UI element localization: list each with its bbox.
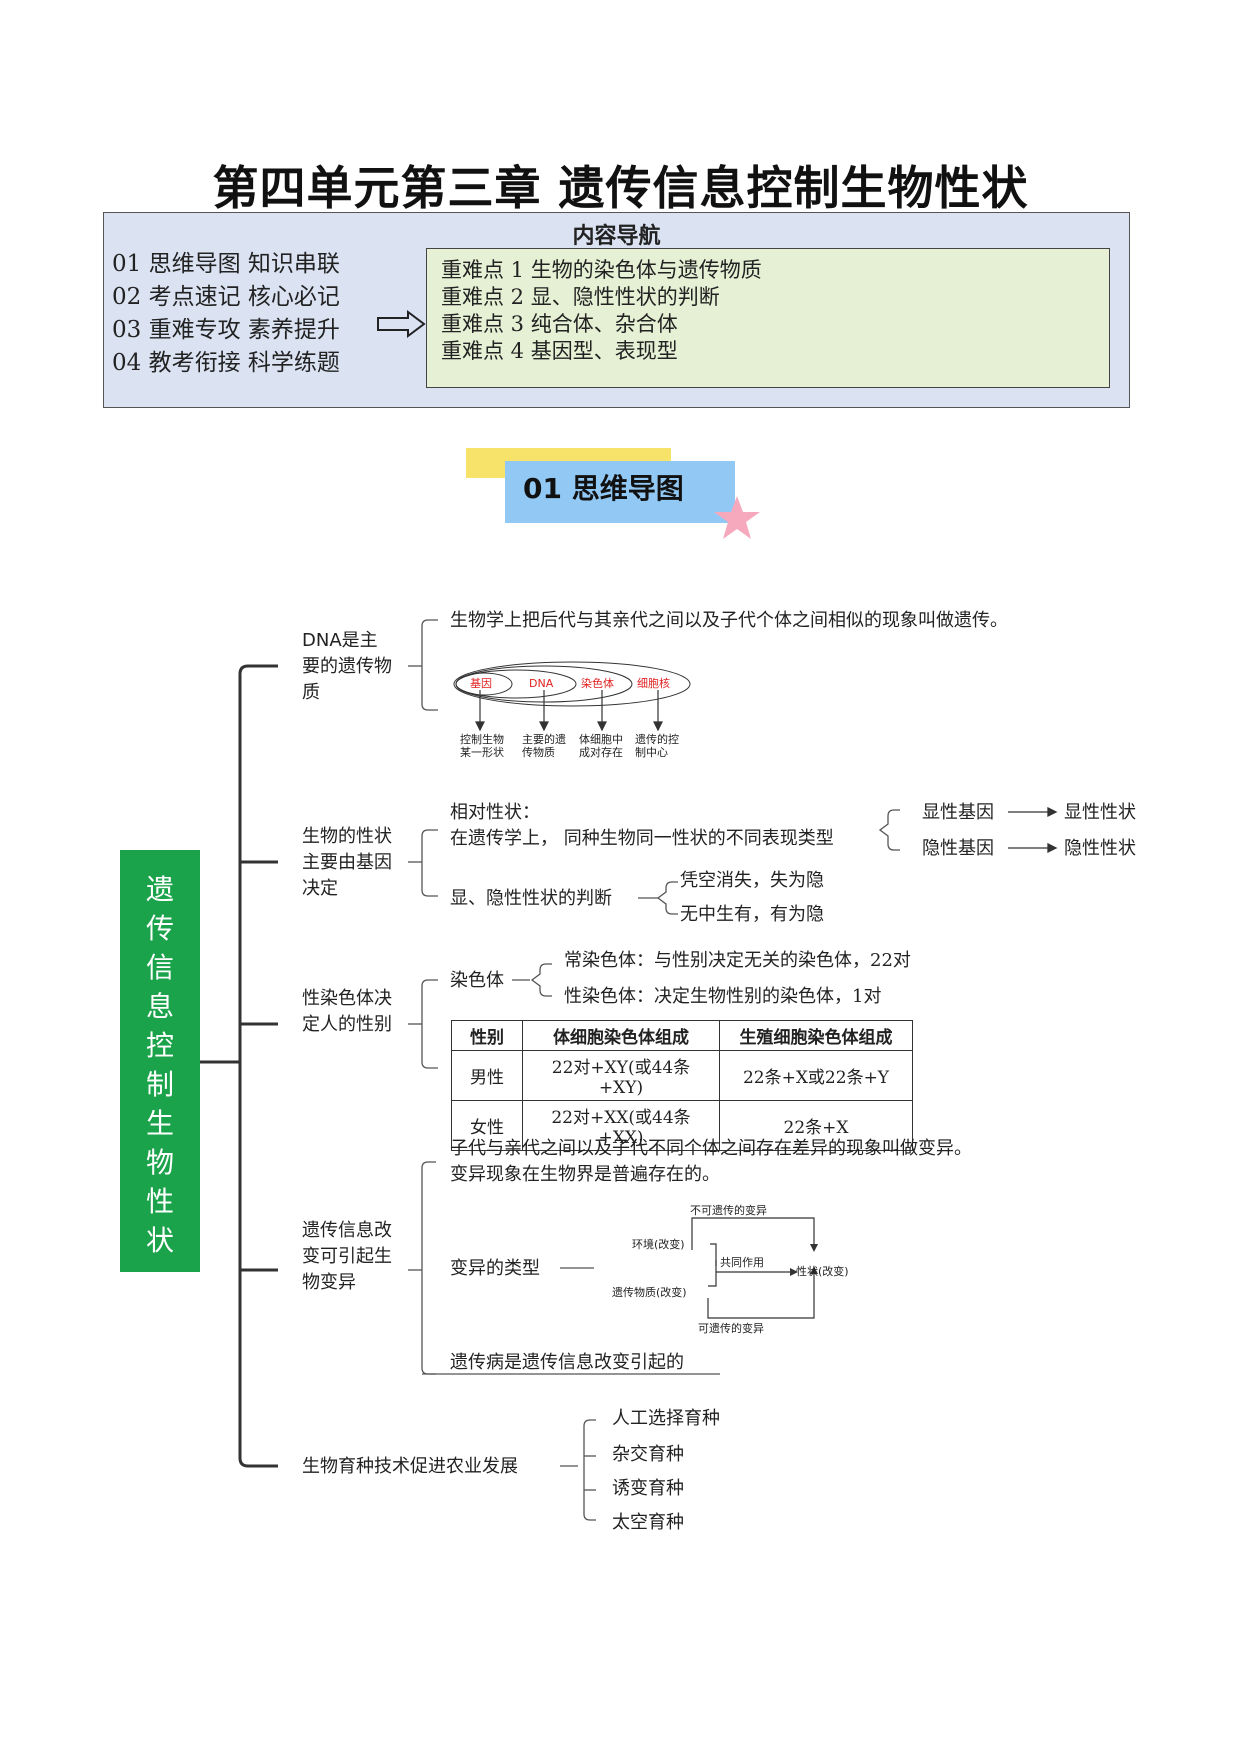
- branch-sex-label: 性染色体决定人的性别: [302, 988, 392, 1035]
- breeding-item: 太空育种: [612, 1512, 684, 1533]
- table-cell: 22对+XX(或44条+XX): [522, 1100, 720, 1151]
- environment-change: 环境(改变): [632, 1238, 685, 1251]
- table-row: 男性 22对+XY(或44条+XY) 22条+X或22条+Y: [451, 1050, 913, 1101]
- trait-change: 性状(改变): [796, 1265, 849, 1278]
- trait-judgement: 显、隐性性状的判断: [450, 888, 612, 909]
- heredity-definition: 生物学上把后代与其亲代之间以及子代个体之间相似的现象叫做遗传。: [450, 610, 1008, 631]
- nested-diagram: [453, 661, 691, 732]
- variation-common: 变异现象在生物界是普遍存在的。: [450, 1164, 720, 1185]
- section-header-bg: [505, 461, 735, 523]
- branch-trait-label: 生物的性状主要由基因决定: [302, 826, 392, 899]
- breeding-item: 杂交育种: [612, 1444, 684, 1465]
- genetic-material-change: 遗传物质(改变): [612, 1286, 687, 1299]
- nested-label-chromosome: 染色体: [581, 677, 614, 690]
- nested-label-gene: 基因: [470, 677, 492, 690]
- relative-trait-definition: 在遗传学上， 同种生物同一性状的不同表现类型: [450, 828, 834, 849]
- recessive-gene: 隐性基因: [922, 838, 994, 859]
- table-cell: 22对+XY(或44条+XY): [522, 1050, 720, 1101]
- breeding-item: 人工选择育种: [612, 1408, 720, 1429]
- judge-rule-2: 无中生有，有为隐: [680, 904, 824, 925]
- nav-section-item[interactable]: 02 考点速记 核心必记: [112, 284, 340, 310]
- genetic-disease: 遗传病是遗传信息改变引起的: [450, 1352, 684, 1373]
- table-cell: 女性: [451, 1100, 523, 1151]
- nested-label-dna: DNA: [529, 677, 554, 690]
- table-row: 女性 22对+XX(或44条+XX) 22条+X: [451, 1100, 913, 1151]
- heritable-variation: 可遗传的变异: [698, 1322, 764, 1335]
- dominant-gene: 显性基因: [922, 802, 994, 823]
- joint-effect: 共同作用: [720, 1256, 764, 1269]
- variation-types: 变异的类型: [450, 1258, 540, 1279]
- table-header: 体细胞染色体组成: [522, 1020, 720, 1051]
- chromosome-table: 性别 体细胞染色体组成 生殖细胞染色体组成 男性 22对+XY(或44条+XY)…: [451, 1020, 913, 1151]
- star-icon: [714, 496, 760, 539]
- branch-variation-label: 遗传信息改变可引起生物变异: [302, 1220, 392, 1293]
- nav-section-item[interactable]: 03 重难专攻 素养提升: [112, 317, 340, 343]
- sex-chromosome-definition: 性染色体：决定生物性别的染色体，1对: [564, 986, 882, 1007]
- key-point-item[interactable]: 重难点 2 显、隐性性状的判断: [441, 285, 720, 309]
- table-cell: 男性: [451, 1050, 523, 1101]
- branch-breeding-label: 生物育种技术促进农业发展: [302, 1456, 518, 1477]
- variation-diagram: [691, 1217, 818, 1319]
- caption-nucleus: 遗传的控制中心: [635, 733, 679, 759]
- table-cell: 22条+X或22条+Y: [719, 1050, 913, 1101]
- nav-section-item[interactable]: 01 思维导图 知识串联: [112, 251, 340, 277]
- judge-rule-1: 凭空消失，失为隐: [680, 870, 824, 891]
- table-header: 性别: [451, 1020, 523, 1051]
- caption-gene: 控制生物某一形状: [460, 733, 504, 759]
- key-point-item[interactable]: 重难点 3 纯合体、杂合体: [441, 312, 678, 336]
- key-points-box: 重难点 1 生物的染色体与遗传物质 重难点 2 显、隐性性状的判断 重难点 3 …: [426, 248, 1110, 388]
- nav-section-item[interactable]: 04 教考衔接 科学练题: [112, 350, 340, 376]
- recessive-trait: 隐性性状: [1064, 838, 1136, 859]
- table-cell: 22条+X: [719, 1100, 913, 1151]
- branch-dna-label: DNA是主要的遗传物质: [302, 630, 392, 703]
- chromosome-label: 染色体: [450, 970, 504, 991]
- root-label: 遗传信息控制生物性状: [145, 873, 174, 1257]
- nav-section-list: 01 思维导图 知识串联 02 考点速记 核心必记 03 重难专攻 素养提升 0…: [112, 248, 340, 380]
- dominant-trait: 显性性状: [1064, 802, 1136, 823]
- root-node: 遗传信息控制生物性状: [120, 850, 200, 1272]
- key-point-item[interactable]: 重难点 4 基因型、表现型: [441, 339, 678, 363]
- relative-trait-title: 相对性状：: [450, 802, 540, 823]
- caption-dna: 主要的遗传物质: [522, 733, 566, 759]
- table-header-row: 性别 体细胞染色体组成 生殖细胞染色体组成: [451, 1020, 913, 1051]
- section-title: 01 思维导图: [523, 472, 684, 505]
- key-point-item[interactable]: 重难点 1 生物的染色体与遗传物质: [441, 258, 762, 282]
- page-title: 第四单元第三章 遗传信息控制生物性状: [212, 161, 1029, 215]
- caption-chromosome: 体细胞中成对存在: [579, 733, 623, 759]
- right-arrow-icon: [377, 310, 426, 338]
- nested-label-nucleus: 细胞核: [637, 677, 670, 690]
- breeding-item: 诱变育种: [612, 1478, 684, 1499]
- nav-heading: 内容导航: [572, 224, 661, 249]
- variation-definition: 子代与亲代之间以及子代不同个体之间存在差异的现象叫做变异。: [450, 1138, 972, 1159]
- non-heritable-variation: 不可遗传的变异: [690, 1204, 767, 1217]
- table-header: 生殖细胞染色体组成: [719, 1020, 913, 1051]
- autosome-definition: 常染色体：与性别决定无关的染色体，22对: [564, 950, 911, 971]
